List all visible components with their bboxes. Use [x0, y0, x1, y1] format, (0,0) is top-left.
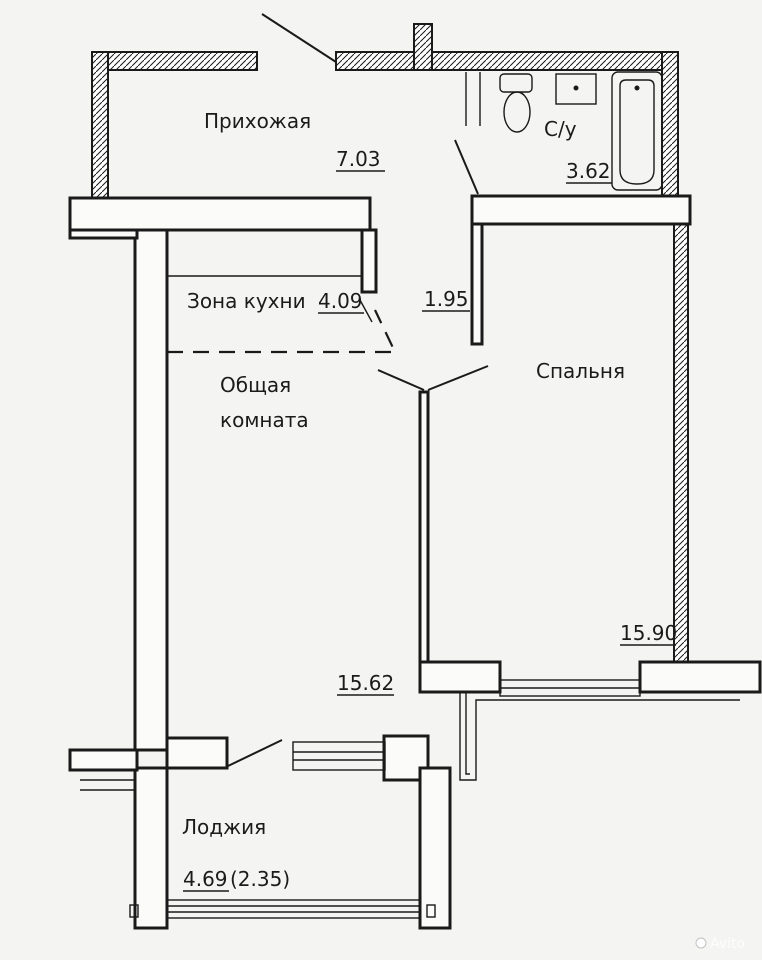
loggia-area: 4.69 [183, 867, 228, 891]
kitchen-zone-area: 4.09 [318, 289, 363, 313]
sink-icon [555, 73, 597, 105]
loggia-area-reduced: (2.35) [230, 867, 290, 891]
bathtub-icon [611, 71, 663, 191]
avito-watermark: Avito [695, 936, 745, 952]
toilet-icon [499, 73, 533, 93]
svg-text:Avito: Avito [710, 936, 745, 952]
bedroom-door-lines [377, 365, 489, 391]
bathroom-door-line [454, 139, 479, 195]
loggia-door-line [227, 739, 283, 767]
bathroom-label: С/у [544, 117, 577, 141]
balcony-rails [459, 692, 740, 781]
common-room-label-line2: комната [220, 408, 309, 432]
entrance-door-line [261, 13, 337, 63]
bedroom-area: 15.90 [620, 621, 677, 645]
kitchen-zone-lines [167, 275, 397, 354]
loggia-label: Лоджия [182, 815, 266, 839]
hallway-label: Прихожая [204, 109, 311, 133]
bathroom-fixtures [465, 71, 663, 191]
corridor-area: 1.95 [424, 287, 469, 311]
interior-walls [68, 194, 762, 930]
hallway-area: 7.03 [336, 147, 381, 171]
room-labels: Прихожая 7.03 С/у 3.62 Зона кухни 4.09 1… [182, 109, 677, 892]
kitchen-zone-label: Зона кухни [187, 289, 306, 313]
bathroom-area: 3.62 [566, 159, 611, 183]
common-room-area: 15.62 [337, 671, 394, 695]
bedroom-label: Спальня [536, 359, 625, 383]
common-room-label-line1: Общая [220, 373, 291, 397]
windows [80, 679, 641, 919]
